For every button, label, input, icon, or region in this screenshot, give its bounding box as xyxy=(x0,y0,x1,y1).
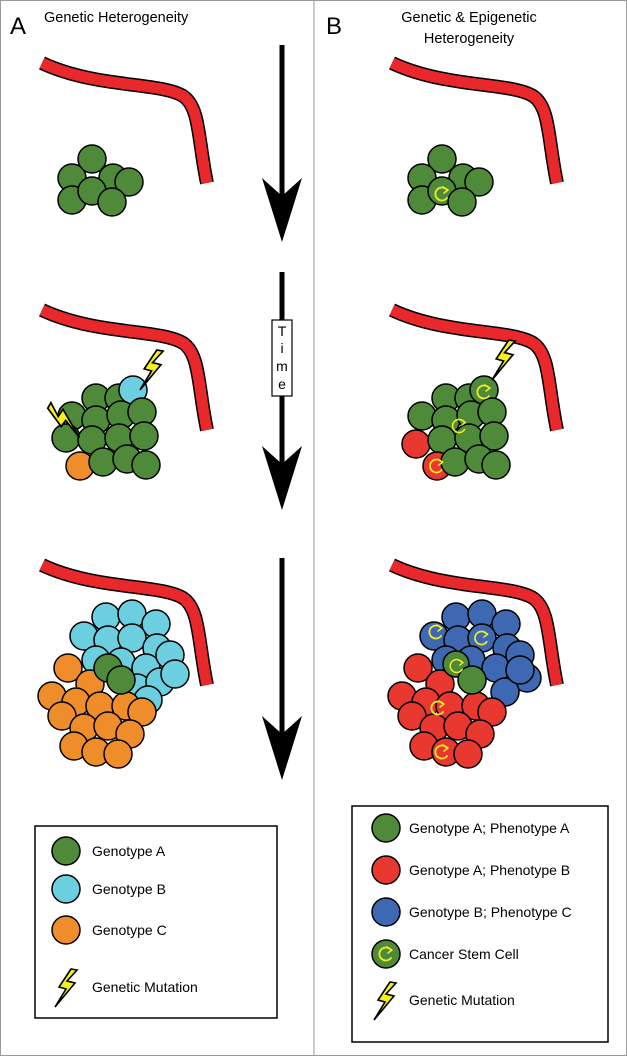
legend-box-b xyxy=(351,805,609,1043)
cell-genotype-a-phenotype-b xyxy=(401,429,431,459)
panel-a-letter: A xyxy=(10,13,26,40)
cell-genotype-a xyxy=(464,167,494,197)
cell-genotype-c xyxy=(53,653,83,683)
cell-genotype-a-phenotype-a xyxy=(479,421,509,451)
stem-cell-symbol-icon xyxy=(434,186,449,202)
overlays xyxy=(41,186,516,760)
cell-genotype-a xyxy=(114,167,144,197)
legend-a-label: Genetic Mutation xyxy=(92,979,198,995)
stem-cell-symbol-icon xyxy=(474,630,489,646)
legend-b-label: Genotype A; Phenotype A xyxy=(409,820,570,836)
cell-genotype-a xyxy=(97,187,127,217)
cell-genotype-a xyxy=(447,187,477,217)
stem-cell-symbol-icon xyxy=(451,418,467,434)
time-letter: T xyxy=(278,323,287,339)
legend-b-label: Genotype B; Phenotype C xyxy=(409,904,572,920)
cell-genotype-b xyxy=(117,623,147,653)
cell-genotype-a xyxy=(131,450,161,480)
cell-genotype-a xyxy=(129,421,159,451)
panel-b-title-line2: Heterogeneity xyxy=(424,31,515,47)
lightning-bolt-icon xyxy=(491,339,516,381)
cell-genotype-c xyxy=(103,739,133,769)
cell-genotype-b xyxy=(160,659,190,689)
legend-a-label: Genotype B xyxy=(92,881,166,897)
lightning-bolt-icon xyxy=(139,349,164,391)
legend-b: Genotype A; Phenotype A Genotype A; Pheno… xyxy=(371,813,572,1021)
time-letter: e xyxy=(278,376,286,392)
legend-a: Genotype A Genotype B Genotype C Genetic Mu… xyxy=(51,836,198,1008)
panel-a-title: Genetic Heterogeneity xyxy=(44,10,189,26)
cell-genotype-a-phenotype-a xyxy=(481,450,511,480)
cell-genotype-a xyxy=(51,423,81,453)
cell-clusters xyxy=(37,144,542,769)
cell-genotype-a xyxy=(427,144,457,174)
cell-genotype-b-phenotype-c xyxy=(505,655,535,685)
legend-a-label: Genotype C xyxy=(92,922,167,938)
stem-cell-symbol-icon xyxy=(430,700,445,716)
stem-cell-symbol-icon xyxy=(428,624,443,640)
time-letter: m xyxy=(276,358,288,374)
stem-cell-symbol-icon xyxy=(429,458,444,474)
vessels xyxy=(39,56,564,687)
stem-cell-icon xyxy=(371,939,401,969)
cell-genotype-a-phenotype-a xyxy=(407,401,437,431)
green-cell-icon xyxy=(51,836,81,866)
legend-b-label: Genetic Mutation xyxy=(409,992,515,1008)
panel-b-title-line1: Genetic & Epigenetic xyxy=(401,10,536,26)
blue-cell-icon xyxy=(371,897,401,927)
cell-genotype-a xyxy=(77,144,107,174)
cell-genotype-a-phenotype-b xyxy=(403,653,433,683)
orange-cell-icon xyxy=(51,915,81,945)
cell-genotype-a-phenotype-b xyxy=(453,739,483,769)
legend-a-label: Genotype A xyxy=(92,843,166,859)
cyan-cell-icon xyxy=(51,874,81,904)
green-cell-icon xyxy=(371,813,401,843)
stem-cell-symbol-icon xyxy=(476,384,491,400)
stem-cell-symbol-icon xyxy=(378,946,393,962)
time-letter: i xyxy=(280,340,283,356)
red-cell-icon xyxy=(371,855,401,885)
time-arrow: T i m e xyxy=(262,45,302,780)
stem-cell-symbol-icon xyxy=(434,744,449,760)
stem-cell-symbol-icon xyxy=(449,658,464,674)
cell-genotype-a-phenotype-a xyxy=(457,665,487,695)
legend-b-label: Genotype A; Phenotype B xyxy=(409,862,570,878)
cell-genotype-a xyxy=(106,665,136,695)
time-label-box xyxy=(271,319,293,397)
panel-b-letter: B xyxy=(326,13,342,40)
legend-b-label: Cancer Stem Cell xyxy=(409,946,519,962)
